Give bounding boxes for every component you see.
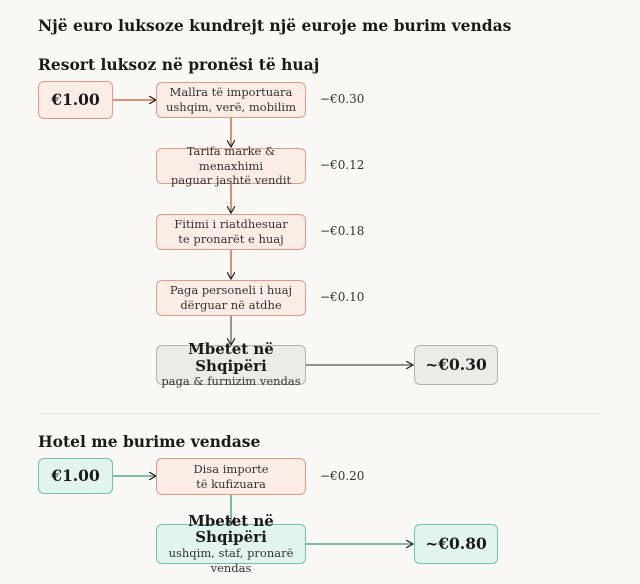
leak-profit-amount: −€0.18 bbox=[320, 224, 365, 238]
leak-imports-amount: −€0.30 bbox=[320, 92, 365, 106]
section-foreign-heading: Resort luksoz në pronësi të huaj bbox=[38, 55, 320, 74]
foreign-start-amount: €1.00 bbox=[51, 89, 100, 109]
section-divider bbox=[38, 413, 602, 414]
leak-profit-line2: te pronarët e huaj bbox=[178, 232, 284, 246]
leak-wages-line2: dërguar në atdhe bbox=[180, 298, 282, 312]
local-result-box: ~€0.80 bbox=[414, 524, 498, 564]
foreign-remain-title: Mbetet në Shqipëri bbox=[188, 340, 274, 375]
local-leak-box: Disa importe të kufizuara bbox=[156, 458, 306, 495]
leak-box-wages: Paga personeli i huaj dërguar në atdhe bbox=[156, 280, 306, 316]
foreign-result-amount: ~€0.30 bbox=[425, 354, 487, 374]
local-result-amount: ~€0.80 bbox=[425, 533, 487, 553]
local-start-amount: €1.00 bbox=[51, 465, 100, 485]
leak-box-profit: Fitimi i riatdhesuar te pronarët e huaj bbox=[156, 214, 306, 250]
leak-fees-line2: paguar jashtë vendit bbox=[170, 173, 292, 188]
section-local-heading: Hotel me burime vendase bbox=[38, 432, 261, 451]
foreign-remain-sub: paga & furnizim vendas bbox=[161, 374, 301, 389]
foreign-remain-box: Mbetet në Shqipëri paga & furnizim venda… bbox=[156, 341, 306, 388]
leak-box-fees: Tarifa marke & menaxhimi paguar jashtë v… bbox=[156, 144, 306, 187]
page-title: Një euro luksoze kundrejt një euroje me … bbox=[38, 16, 512, 35]
local-remain-box: Mbetet në Shqipëri ushqim, staf, pronarë… bbox=[156, 512, 306, 575]
leak-imports-line1: Mallra të importuara bbox=[169, 85, 293, 100]
leak-imports-line2: ushqim, verë, mobilim bbox=[165, 100, 296, 114]
local-remain-title: Mbetet në Shqipëri bbox=[188, 511, 274, 547]
local-leak-line1: Disa importe bbox=[193, 461, 269, 476]
leak-fees-amount: −€0.12 bbox=[320, 158, 365, 172]
local-leak-amount: −€0.20 bbox=[320, 469, 365, 483]
leak-wages-line1: Paga personeli i huaj bbox=[169, 283, 293, 298]
foreign-start-box: €1.00 bbox=[38, 81, 113, 119]
local-remain-sub: ushqim, staf, pronarë vendas bbox=[168, 545, 294, 575]
leak-box-imports: Mallra të importuara ushqim, verë, mobil… bbox=[156, 82, 306, 118]
local-start-box: €1.00 bbox=[38, 458, 113, 494]
local-leak-line2: të kufizuara bbox=[196, 476, 266, 491]
leak-fees-line1: Tarifa marke & menaxhimi bbox=[186, 143, 276, 173]
leak-profit-line1: Fitimi i riatdhesuar bbox=[174, 217, 288, 232]
foreign-result-box: ~€0.30 bbox=[414, 345, 498, 385]
leak-wages-amount: −€0.10 bbox=[320, 290, 365, 304]
